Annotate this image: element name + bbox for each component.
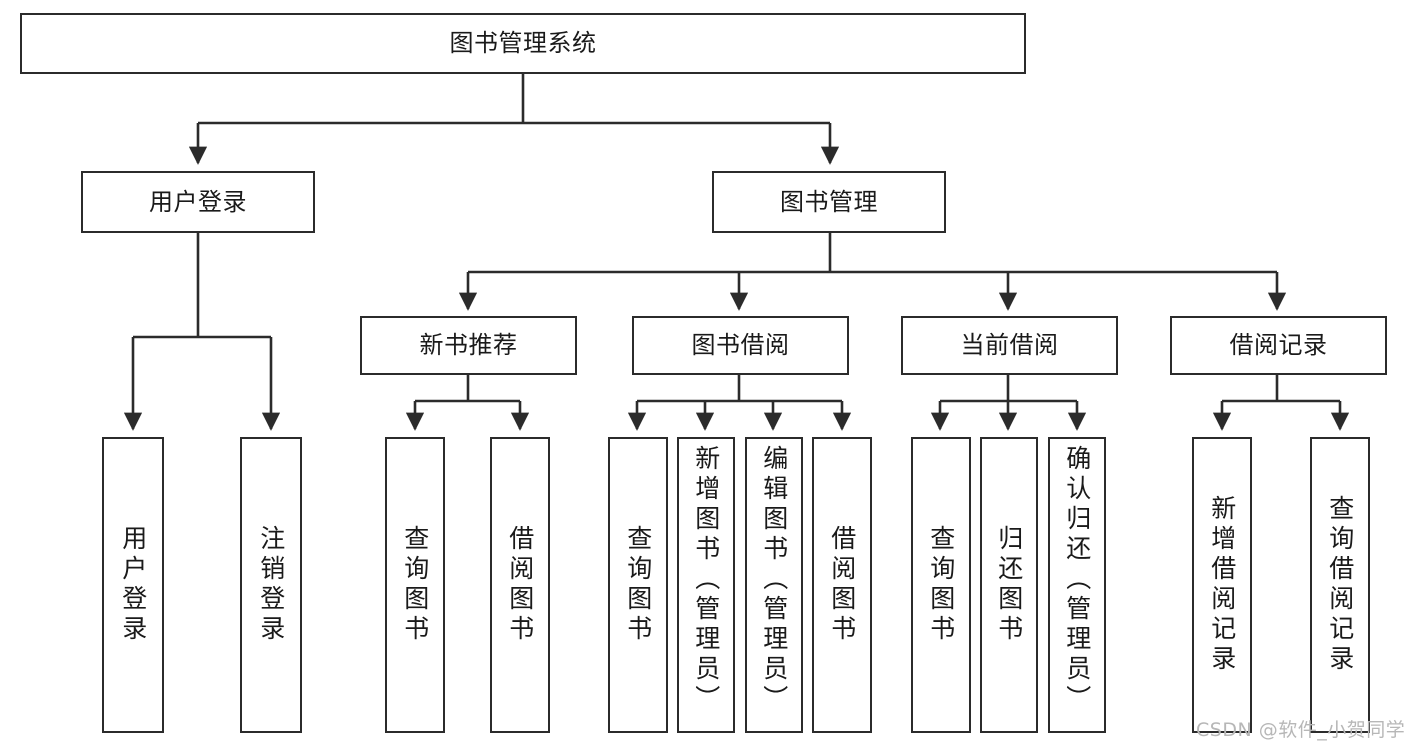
- node-leaf-borrow-book-2-label: 借阅图书: [827, 525, 857, 645]
- node-leaf-add-book-label: 新增图书（管理员）: [691, 445, 721, 715]
- node-leaf-add-book[interactable]: 新增图书（管理员）: [677, 437, 735, 733]
- node-user-login-label: 用户登录: [149, 187, 247, 216]
- node-leaf-query-book-2[interactable]: 查询图书: [608, 437, 668, 733]
- node-book-borrow-label: 图书借阅: [691, 331, 790, 360]
- node-leaf-add-record-label: 新增借阅记录: [1207, 495, 1237, 675]
- node-user-login[interactable]: 用户登录: [81, 171, 315, 233]
- node-leaf-query-record-label: 查询借阅记录: [1325, 495, 1355, 675]
- node-leaf-edit-book[interactable]: 编辑图书（管理员）: [745, 437, 803, 733]
- node-leaf-confirm-return[interactable]: 确认归还（管理员）: [1048, 437, 1106, 733]
- node-borrow-record-label: 借阅记录: [1229, 331, 1328, 360]
- node-new-book-rec-label: 新书推荐: [419, 331, 518, 360]
- node-leaf-borrow-book-1-label: 借阅图书: [505, 525, 535, 645]
- node-leaf-user-login-label: 用户登录: [118, 525, 148, 645]
- node-borrow-record[interactable]: 借阅记录: [1170, 316, 1387, 375]
- node-new-book-rec[interactable]: 新书推荐: [360, 316, 577, 375]
- node-leaf-query-book-3-label: 查询图书: [926, 525, 956, 645]
- node-leaf-borrow-book-1[interactable]: 借阅图书: [490, 437, 550, 733]
- node-book-manage-label: 图书管理: [780, 187, 878, 216]
- node-current-borrow-label: 当前借阅: [960, 331, 1059, 360]
- node-leaf-query-book-1[interactable]: 查询图书: [385, 437, 445, 733]
- node-leaf-query-record[interactable]: 查询借阅记录: [1310, 437, 1370, 733]
- node-root-label: 图书管理系统: [449, 29, 597, 58]
- node-current-borrow[interactable]: 当前借阅: [901, 316, 1118, 375]
- node-leaf-edit-book-label: 编辑图书（管理员）: [759, 445, 789, 715]
- node-leaf-user-logout[interactable]: 注销登录: [240, 437, 302, 733]
- node-leaf-query-book-2-label: 查询图书: [623, 525, 653, 645]
- node-root[interactable]: 图书管理系统: [20, 13, 1026, 74]
- node-leaf-return-book[interactable]: 归还图书: [980, 437, 1038, 733]
- node-leaf-query-book-1-label: 查询图书: [400, 525, 430, 645]
- node-leaf-add-record[interactable]: 新增借阅记录: [1192, 437, 1252, 733]
- node-book-manage[interactable]: 图书管理: [712, 171, 946, 233]
- csdn-watermark: CSDN @软件_小贺同学: [1196, 719, 1405, 741]
- node-leaf-return-book-label: 归还图书: [994, 525, 1024, 645]
- node-book-borrow[interactable]: 图书借阅: [632, 316, 849, 375]
- node-leaf-confirm-return-label: 确认归还（管理员）: [1062, 445, 1092, 715]
- node-leaf-user-logout-label: 注销登录: [256, 525, 286, 645]
- node-leaf-borrow-book-2[interactable]: 借阅图书: [812, 437, 872, 733]
- node-leaf-query-book-3[interactable]: 查询图书: [911, 437, 971, 733]
- node-leaf-user-login[interactable]: 用户登录: [102, 437, 164, 733]
